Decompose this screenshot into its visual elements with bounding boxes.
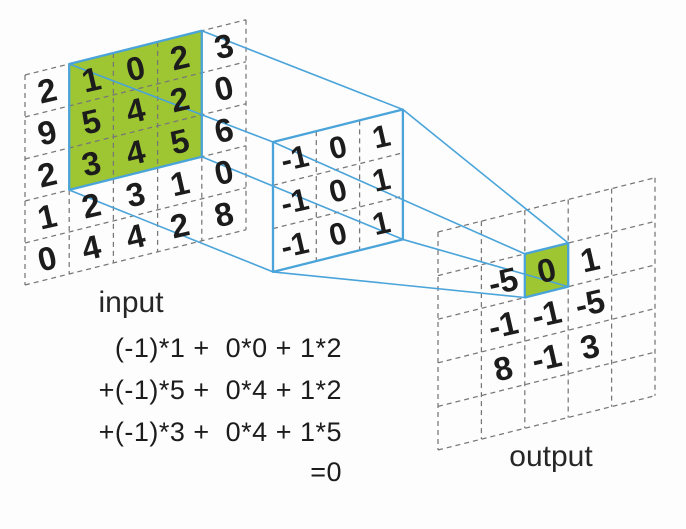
connector-line-input-kernel xyxy=(201,30,404,111)
input-cell-value: 4 xyxy=(122,216,149,256)
input-cell-value: 3 xyxy=(122,174,148,214)
connector-line-kernel-output xyxy=(272,271,525,299)
input-cell-value: 6 xyxy=(211,110,237,150)
output-cell-value: -1 xyxy=(528,336,565,379)
output-cell-value: 8 xyxy=(490,348,516,388)
input-cell-value: 0 xyxy=(34,238,60,278)
connector-line-kernel-output xyxy=(402,108,569,244)
kernel-cell-value: 1 xyxy=(369,118,394,156)
output-cell-value: 3 xyxy=(577,327,603,367)
grid-line xyxy=(24,145,247,202)
input-cell-value: 2 xyxy=(34,154,60,194)
grid-line xyxy=(24,61,247,118)
output-label: output xyxy=(509,440,593,473)
output-grid xyxy=(437,177,656,451)
input-cell-value: 2 xyxy=(167,205,193,245)
input-cell-value: 3 xyxy=(211,26,237,66)
connector-line-kernel-output xyxy=(402,238,569,288)
input-cell-value: 2 xyxy=(78,185,104,225)
output-cell-value: -1 xyxy=(485,303,522,346)
kernel-cell-value: -1 xyxy=(277,138,312,178)
formula-line-4: =0 xyxy=(310,457,342,487)
connector-lines xyxy=(68,30,569,299)
output-cell-value: 1 xyxy=(577,239,603,279)
input-cell-value: 1 xyxy=(34,196,60,236)
grid-line xyxy=(24,229,247,286)
connector-line-input-kernel xyxy=(68,63,274,143)
kernel-cell-value: 0 xyxy=(326,128,351,166)
kernel-cell-value: 0 xyxy=(326,172,351,210)
input-cell-value: 1 xyxy=(167,163,193,203)
grid-line xyxy=(24,19,247,76)
grid-line xyxy=(272,152,404,186)
input-highlight-fill xyxy=(69,30,202,190)
input-cell-value: 0 xyxy=(211,152,237,192)
grid-line xyxy=(437,351,656,408)
kernel-cell-value: 1 xyxy=(369,161,394,199)
output-cell-value: -1 xyxy=(528,293,565,336)
grid-line xyxy=(437,395,656,451)
connector-line-input-kernel xyxy=(68,189,274,273)
input-grid xyxy=(24,19,247,286)
kernel-cell-value: 1 xyxy=(369,204,394,242)
formula-line-3: +(-1)*3 + 0*4 + 1*5 xyxy=(99,417,342,447)
input-cell-value: 4 xyxy=(78,227,105,267)
formula-line-1: (-1)*1 + 0*0 + 1*2 xyxy=(115,333,342,363)
connector-line-input-kernel xyxy=(201,156,404,241)
output-cell-value: -5 xyxy=(571,282,608,325)
input-label: input xyxy=(98,286,164,319)
grid-line xyxy=(24,103,247,160)
output-cell-value: -5 xyxy=(485,260,522,303)
input-cell-value: 9 xyxy=(34,112,60,152)
grid-line xyxy=(437,307,656,364)
input-cell-value: 2 xyxy=(34,70,60,110)
formula-line-2: +(-1)*5 + 0*4 + 1*2 xyxy=(99,375,342,405)
grid-line xyxy=(24,187,247,244)
grid-line xyxy=(437,177,656,233)
input-cell-value: 8 xyxy=(211,194,237,234)
input-cell-value: 0 xyxy=(211,68,237,108)
kernel-grid xyxy=(271,108,405,274)
kernel-cell-value: -1 xyxy=(277,225,312,265)
kernel-cell-value: -1 xyxy=(277,181,312,221)
connector-line-kernel-output xyxy=(272,141,526,255)
kernel-cell-value: 0 xyxy=(326,215,351,253)
